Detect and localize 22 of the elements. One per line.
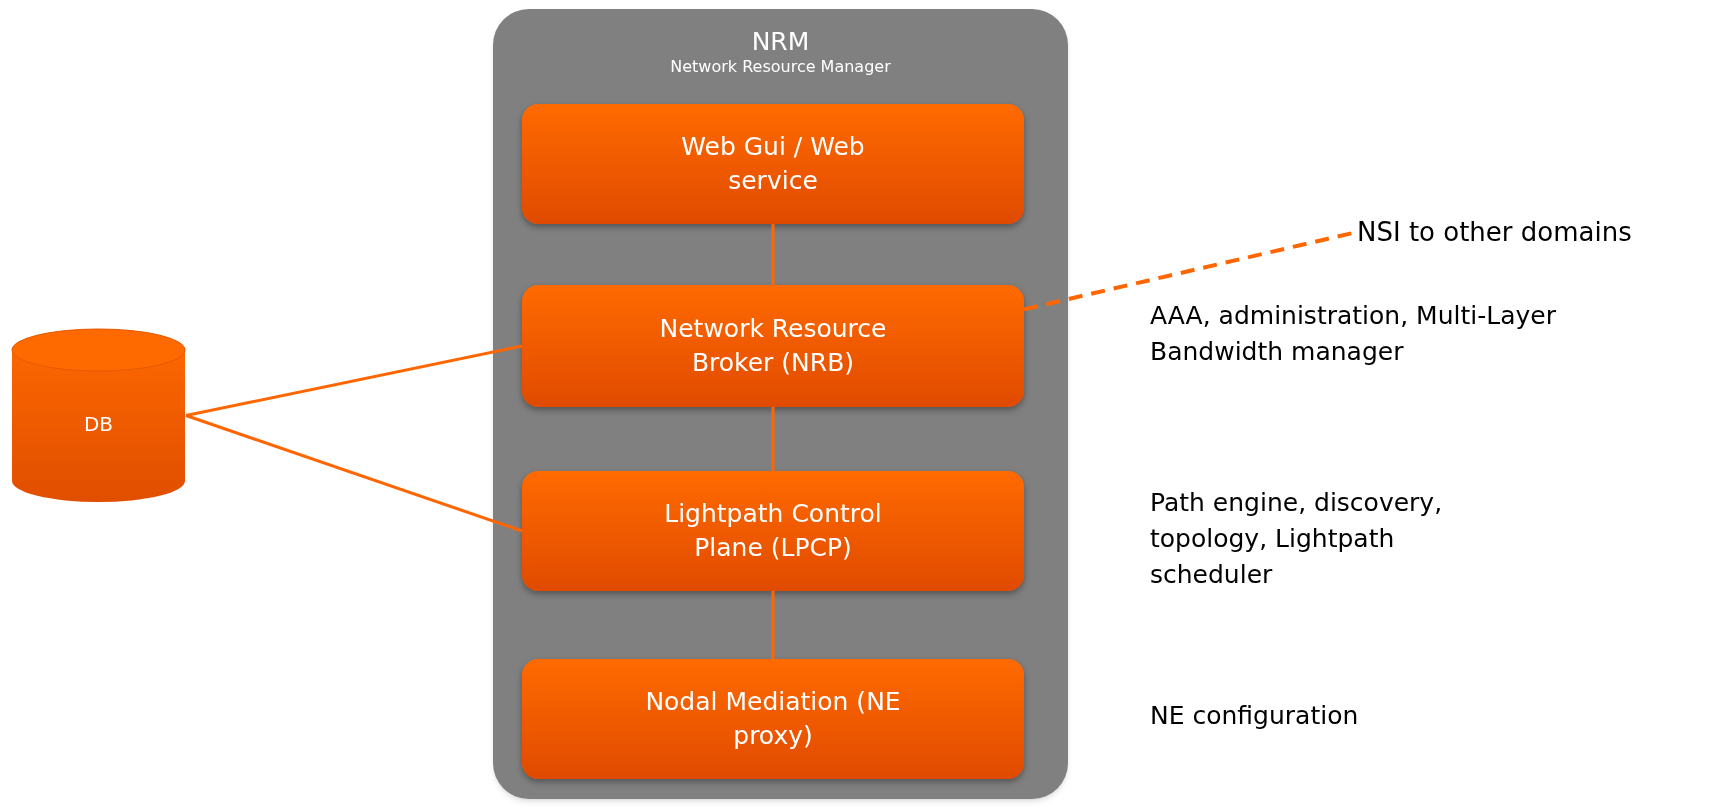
connector-line bbox=[185, 414, 523, 533]
component-box bbox=[522, 104, 1024, 224]
component-label: Lightpath Control Plane (LPCP) bbox=[663, 498, 883, 564]
component-label: Web Gui / Web service bbox=[680, 131, 866, 197]
component-box bbox=[522, 285, 1024, 407]
database-cylinder bbox=[11, 328, 186, 503]
component-box bbox=[522, 659, 1024, 779]
description-text: AAA, administration, Multi-Layer Bandwidth manager bbox=[1150, 300, 1557, 368]
connector-line bbox=[771, 407, 775, 471]
database-label: DB bbox=[83, 410, 114, 438]
connector-line bbox=[771, 224, 775, 285]
component-label: Nodal Mediation (NE proxy) bbox=[644, 686, 902, 752]
component-label: Network Resource Broker (NRB) bbox=[658, 313, 888, 379]
container-panel bbox=[493, 9, 1068, 799]
description-text: NE configuration bbox=[1150, 700, 1360, 732]
panel-title: NRM bbox=[751, 27, 810, 57]
panel-subtitle: Network Resource Manager bbox=[670, 57, 891, 77]
component-box bbox=[522, 471, 1024, 591]
connector-line bbox=[771, 591, 775, 659]
connector-line bbox=[185, 344, 523, 417]
description-text: Path engine, discovery, topology, Lightpath scheduler bbox=[1150, 487, 1444, 591]
interface-label: NSI to other domains bbox=[1357, 215, 1632, 249]
